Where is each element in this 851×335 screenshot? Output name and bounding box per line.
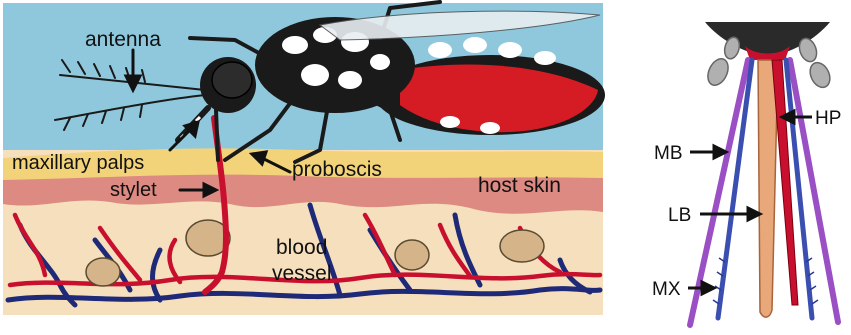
cell bbox=[86, 258, 120, 286]
label-proboscis: proboscis bbox=[292, 158, 382, 181]
label-mb: MB bbox=[654, 143, 683, 164]
feeding-scene-panel: antenna maxillary palps proboscis stylet… bbox=[3, 2, 605, 315]
cell bbox=[500, 230, 544, 262]
label-vessel: vessel bbox=[272, 262, 332, 285]
proboscis bbox=[216, 110, 218, 160]
label-maxillary-palps: maxillary palps bbox=[12, 152, 144, 174]
label-blood: blood bbox=[276, 236, 327, 259]
label-host-skin: host skin bbox=[478, 174, 561, 197]
label-antenna: antenna bbox=[85, 28, 161, 51]
cell bbox=[395, 240, 429, 270]
label-stylet: stylet bbox=[110, 179, 157, 201]
label-hp: HP bbox=[815, 108, 841, 129]
mouthparts-detail-panel: HP MB LB MX bbox=[652, 22, 841, 325]
mosquito-eye bbox=[212, 62, 252, 98]
label-lb: LB bbox=[668, 205, 691, 226]
label-mx: MX bbox=[652, 279, 681, 300]
